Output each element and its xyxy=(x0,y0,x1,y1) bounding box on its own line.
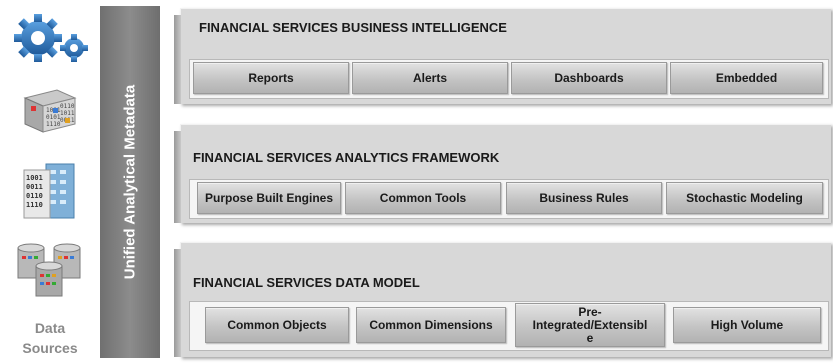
common-objects-button[interactable]: Common Objects xyxy=(205,307,349,343)
embedded-button[interactable]: Embedded xyxy=(670,62,823,94)
common-tools-button[interactable]: Common Tools xyxy=(345,182,501,214)
data-cube-icon: 100101011110 011010110011 xyxy=(17,84,83,136)
business-rules-button[interactable]: Business Rules xyxy=(506,182,662,214)
gears-icon xyxy=(8,8,94,66)
svg-text:1001: 1001 xyxy=(26,174,43,182)
dashboards-button[interactable]: Dashboards xyxy=(511,62,667,94)
data-sources-label: Data Sources xyxy=(0,318,100,358)
svg-text:0011: 0011 xyxy=(26,183,43,191)
section-title: FINANCIAL SERVICES DATA MODEL xyxy=(193,275,420,290)
svg-text:0110: 0110 xyxy=(26,192,43,200)
pre-integrated-extensible-button[interactable]: Pre- Integrated/Extensibl e xyxy=(515,303,665,347)
database-cylinders-icon xyxy=(14,240,86,302)
section-title: FINANCIAL SERVICES ANALYTICS FRAMEWORK xyxy=(193,150,500,165)
section-title: FINANCIAL SERVICES BUSINESS INTELLIGENCE xyxy=(199,20,507,35)
data-sources-label-line1: Data xyxy=(34,320,66,336)
stochastic-modeling-button[interactable]: Stochastic Modeling xyxy=(666,182,823,214)
data-sources-label-line2: Sources xyxy=(22,340,78,356)
metadata-bar-label: Unified Analytical Metadata xyxy=(121,84,139,280)
common-dimensions-button[interactable]: Common Dimensions xyxy=(356,307,506,343)
section-analytics-framework: FINANCIAL SERVICES ANALYTICS FRAMEWORK P… xyxy=(174,124,831,223)
reports-button[interactable]: Reports xyxy=(193,62,349,94)
svg-text:1110: 1110 xyxy=(46,121,61,128)
metadata-bar xyxy=(100,6,160,358)
alerts-button[interactable]: Alerts xyxy=(352,62,508,94)
purpose-built-engines-button[interactable]: Purpose Built Engines xyxy=(197,182,341,214)
svg-text:0110: 0110 xyxy=(60,103,75,110)
high-volume-button[interactable]: High Volume xyxy=(673,307,821,343)
section-data-model: FINANCIAL SERVICES DATA MODEL Common Obj… xyxy=(174,242,831,357)
svg-text:1011: 1011 xyxy=(60,110,75,117)
section-business-intelligence: FINANCIAL SERVICES BUSINESS INTELLIGENCE… xyxy=(174,8,831,104)
svg-text:1110: 1110 xyxy=(26,201,43,209)
svg-text:0101: 0101 xyxy=(46,114,61,121)
